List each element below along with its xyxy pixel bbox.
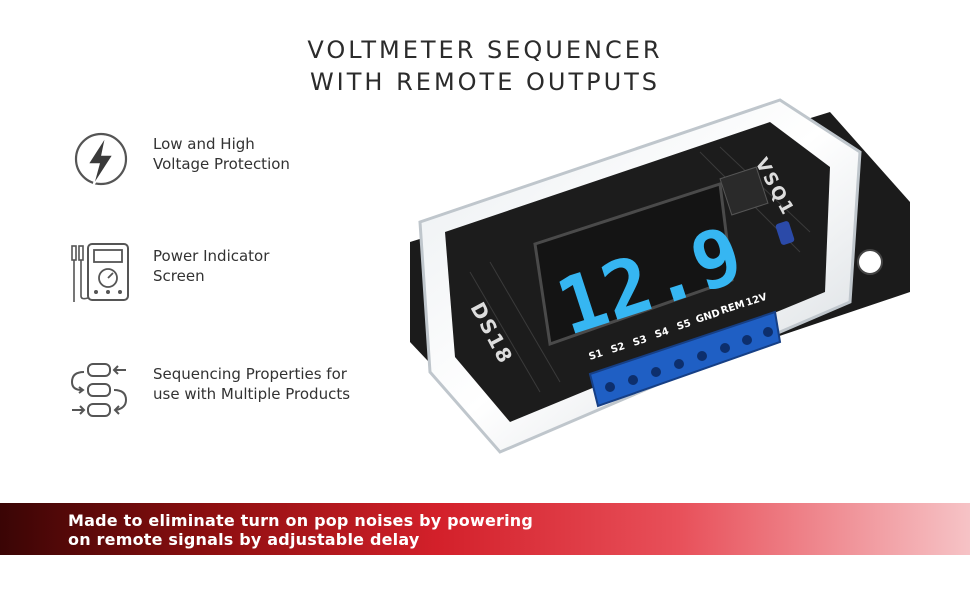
feature-line-1: Power Indicator [153, 247, 270, 265]
feature-line-2: use with Multiple Products [153, 385, 351, 403]
terminal-label: S1 [588, 348, 605, 363]
bottom-banner: Made to eliminate turn on pop noises by … [0, 503, 970, 555]
feature-power-indicator: Power Indicator Screen [68, 240, 428, 310]
multimeter-icon [71, 243, 129, 302]
title-line-1: VOLTMETER SEQUENCER [307, 36, 663, 64]
banner-line-1: Made to eliminate turn on pop noises by … [68, 511, 534, 530]
voltmeter-device-image: 12.9 DS18 VSQ1 S1 S2 S3 S4 S5 GND REM 12… [410, 98, 910, 454]
lightning-bolt-icon [74, 132, 128, 187]
page-title: VOLTMETER SEQUENCER WITH REMOTE OUTPUTS [0, 34, 970, 98]
feature-line-2: Voltage Protection [153, 155, 290, 173]
terminal-label: S2 [610, 341, 627, 356]
terminal-label: S5 [676, 318, 693, 333]
feature-line-1: Low and High [153, 135, 255, 153]
banner-line-2: on remote signals by adjustable delay [68, 530, 420, 549]
terminal-label: S3 [632, 334, 649, 349]
feature-sequencing: Sequencing Properties for use with Multi… [68, 358, 428, 428]
feature-line-1: Sequencing Properties for [153, 365, 347, 383]
sequence-arrows-icon [70, 363, 128, 417]
feature-line-2: Screen [153, 267, 205, 285]
title-line-2: WITH REMOTE OUTPUTS [309, 68, 661, 96]
terminal-label: S4 [654, 326, 671, 341]
feature-voltage-protection: Low and High Voltage Protection [68, 128, 428, 198]
